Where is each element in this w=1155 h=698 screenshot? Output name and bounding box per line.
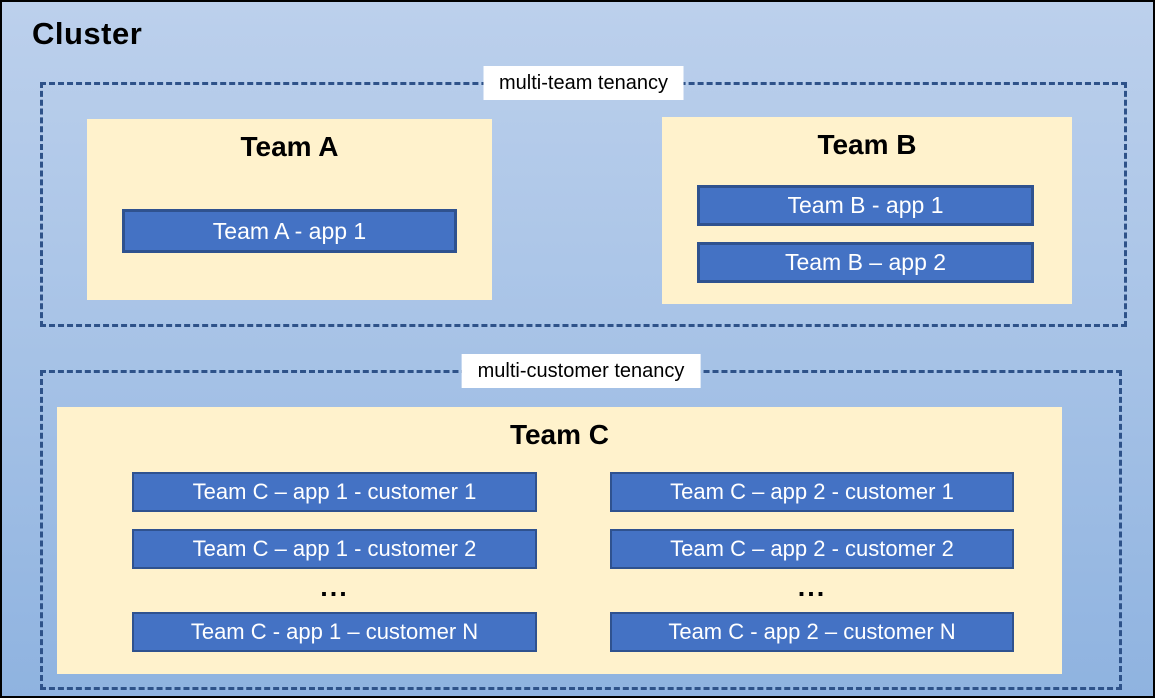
multi-team-tenancy-label: multi-team tenancy	[483, 66, 684, 100]
team-c-app-1-ellipsis: ...	[320, 572, 349, 602]
team-c-app-2-customer-1-box: Team C – app 2 - customer 1	[610, 472, 1014, 512]
team-a-title: Team A	[240, 131, 339, 162]
team-c-app-2-ellipsis: ...	[797, 572, 827, 602]
team-c-app-1-customer-n-box: Team C - app 1 – customer N	[132, 612, 537, 652]
team-c-box: Team C Team C – app 1 - customer 1 Team …	[57, 407, 1062, 674]
cluster-title: Cluster	[32, 16, 143, 51]
team-b-box: Team B Team B - app 1 Team B – app 2	[662, 117, 1072, 304]
team-c-app-2-column: Team C – app 2 - customer 1 Team C – app…	[610, 407, 1014, 674]
team-c-title: Team C	[509, 419, 610, 450]
team-b-title: Team B	[817, 129, 917, 160]
multi-team-tenancy-box: multi-team tenancy Team A Team A - app 1…	[40, 66, 1127, 327]
team-c-app-2-customer-n-box: Team C - app 2 – customer N	[610, 612, 1014, 652]
team-a-box: Team A Team A - app 1	[87, 119, 492, 300]
team-c-app-1-column: Team C – app 1 - customer 1 Team C – app…	[132, 407, 537, 674]
team-c-app-1-customer-1-box: Team C – app 1 - customer 1	[132, 472, 537, 512]
team-b-app-2-box: Team B – app 2	[697, 242, 1034, 283]
multi-customer-tenancy-box: multi-customer tenancy Team C Team C – a…	[40, 354, 1122, 690]
team-c-app-1-customer-2-box: Team C – app 1 - customer 2	[132, 529, 537, 569]
multi-customer-tenancy-label: multi-customer tenancy	[461, 354, 701, 388]
team-a-app-1-box: Team A - app 1	[122, 209, 457, 253]
team-b-app-1-box: Team B - app 1	[697, 185, 1034, 226]
team-c-app-2-customer-2-box: Team C – app 2 - customer 2	[610, 529, 1014, 569]
